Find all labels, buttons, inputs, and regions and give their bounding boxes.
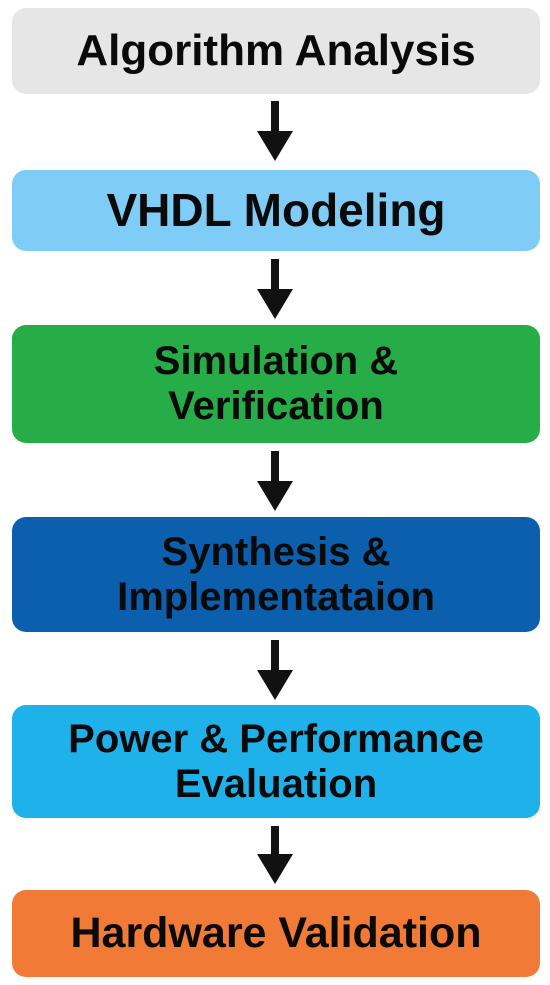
arrow-down-icon [257,451,293,511]
step-label: Simulation & Verification [153,339,399,428]
step-label: Algorithm Analysis [76,26,476,76]
step-label: VHDL Modeling [106,183,446,236]
step-label: Synthesis & Implementataion [117,529,435,619]
arrow-down-icon [257,826,293,884]
arrow-down-icon [257,640,293,700]
step-hardware-validation: Hardware Validation [12,890,540,977]
step-algorithm-analysis: Algorithm Analysis [12,8,540,94]
step-simulation-verification: Simulation & Verification [12,325,540,443]
arrow-down-icon [257,259,293,319]
step-vhdl-modeling: VHDL Modeling [12,170,540,251]
step-label: Hardware Validation [70,909,482,958]
step-power-performance-evaluation: Power & Performance Evaluation [12,705,540,818]
step-synthesis-implementation: Synthesis & Implementataion [12,517,540,632]
step-label: Power & Performance Evaluation [68,716,484,806]
arrow-down-icon [257,101,293,161]
